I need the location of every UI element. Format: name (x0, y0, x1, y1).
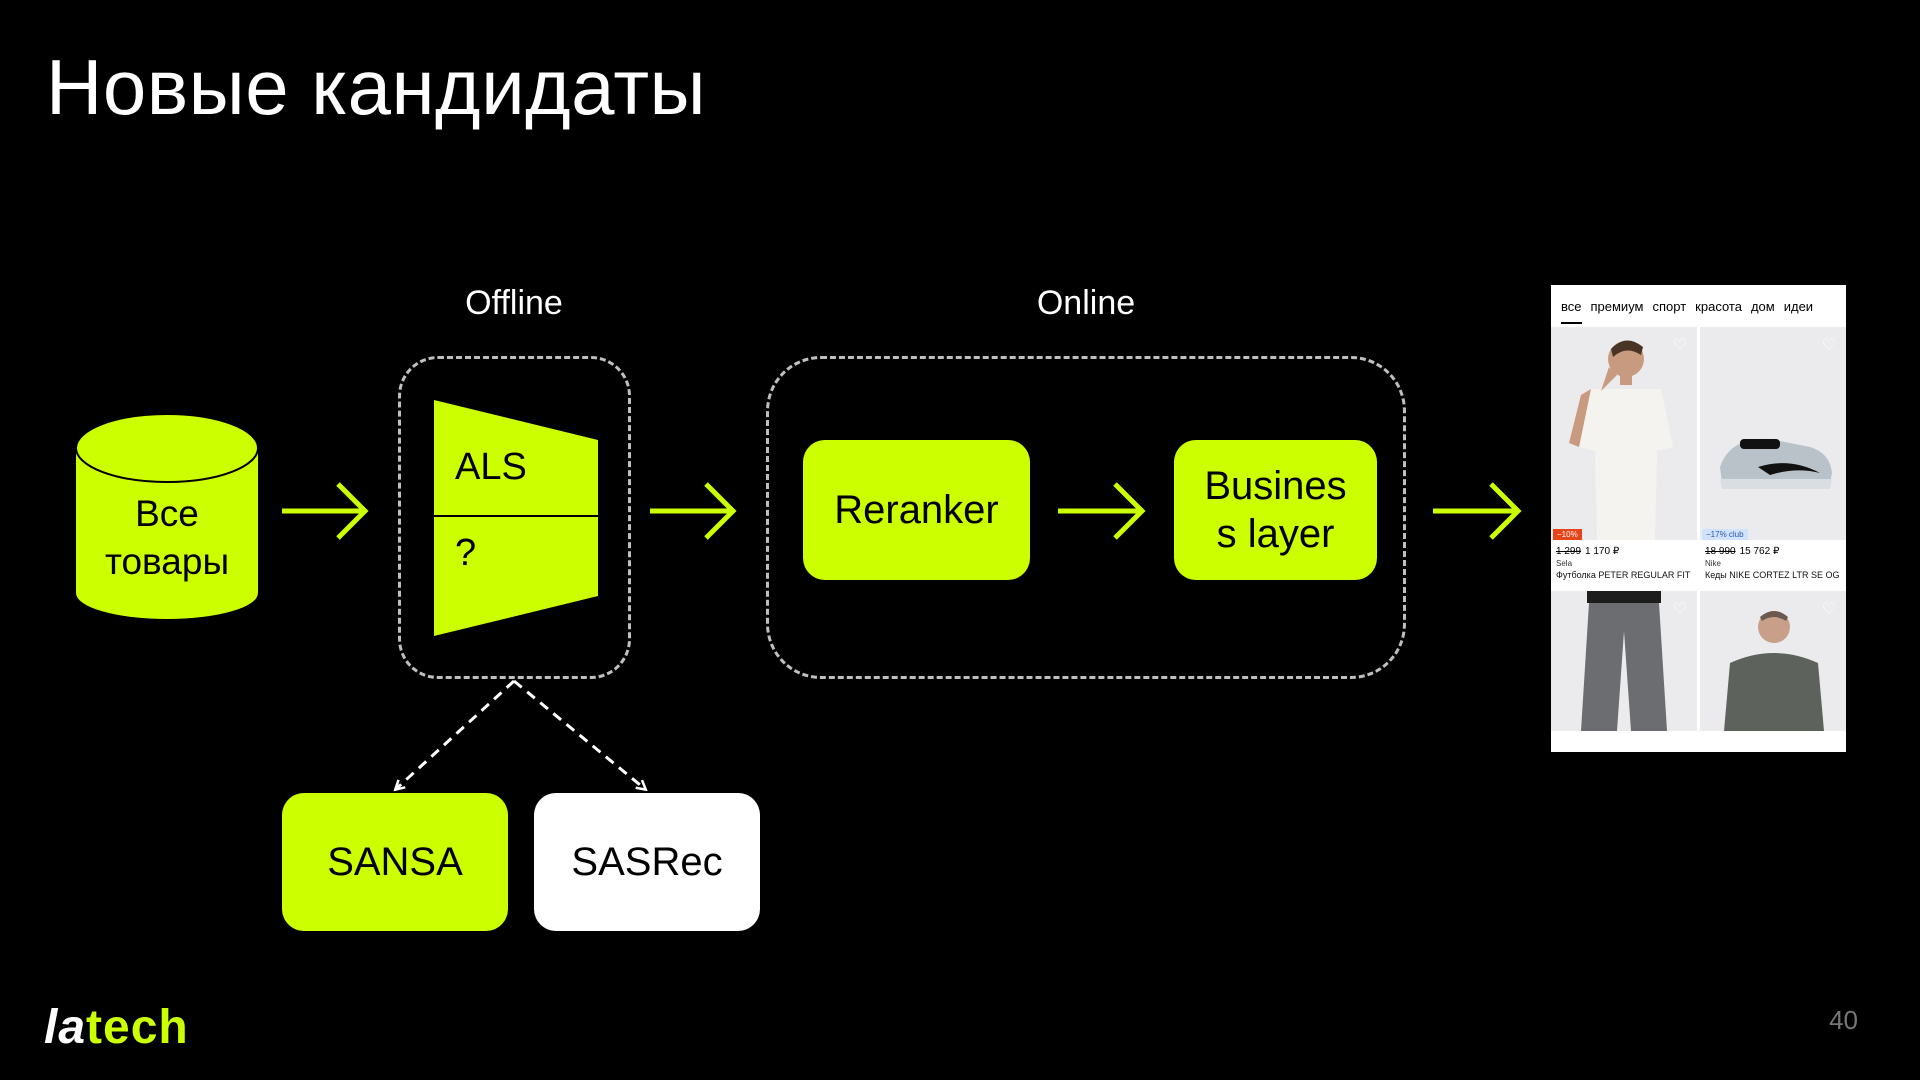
sasrec-node: SASRec (534, 793, 760, 931)
favorite-heart-icon[interactable]: ♡ (1672, 337, 1687, 354)
product-card[interactable]: ♡ (1700, 591, 1846, 732)
discount-badge: −10% (1553, 529, 1582, 540)
jeans-model-illustration (1551, 591, 1697, 732)
product-feed-screenshot: все премиум спорт красота дом идеи (1551, 285, 1846, 752)
arrow-reranker-to-business (1058, 482, 1146, 540)
tshirt-model-illustration (1551, 327, 1697, 540)
product-name: Кеды NIKE CORTEZ LTR SE OG (1705, 570, 1840, 581)
tab-premium[interactable]: премиум (1590, 298, 1644, 314)
tab-sport[interactable]: спорт (1652, 298, 1687, 314)
product-image: ♡ (1551, 591, 1697, 732)
arrow-db-to-offline (282, 482, 369, 540)
tab-beauty[interactable]: красота (1695, 298, 1742, 314)
sweater-model-illustration (1700, 591, 1846, 732)
business-layer-label-line2: s layer (1216, 512, 1335, 556)
sneaker-illustration (1700, 327, 1846, 540)
favorite-heart-icon[interactable]: ♡ (1821, 337, 1836, 354)
reranker-label: Reranker (834, 488, 999, 532)
brand: Nike (1705, 558, 1722, 568)
logo-part-la: la (44, 1001, 87, 1054)
old-price: 1 299 (1556, 546, 1582, 557)
discount-badge: −17% club (1702, 529, 1748, 540)
product-name: Футболка PETER REGULAR FIT (1556, 570, 1691, 581)
dashed-arrow-to-sansa (396, 679, 516, 789)
sansa-node: SANSA (282, 793, 508, 931)
als-question-label: ? (455, 532, 477, 574)
product-image: ♡ −17% club (1700, 327, 1846, 540)
offline-container (398, 356, 631, 679)
latech-logo: latech (44, 1000, 189, 1055)
arrow-offline-to-online (650, 482, 737, 540)
offline-label: Offline (465, 284, 563, 322)
als-label: ALS (455, 446, 527, 488)
old-price: 18 990 (1705, 546, 1736, 557)
dashed-arrow-to-sasrec (513, 679, 645, 789)
product-image: ♡ (1700, 591, 1846, 732)
slide-title: Новые кандидаты (46, 43, 707, 131)
business-layer-node: Busines s layer (1174, 440, 1377, 580)
category-tabs: все премиум спорт красота дом идеи (1551, 285, 1846, 327)
logo-part-tech: tech (86, 1001, 189, 1054)
arrow-online-to-output (1433, 482, 1522, 540)
all-products-label: Все товары (104, 493, 230, 583)
product-card[interactable]: ♡ (1551, 591, 1697, 732)
brand: Sela (1556, 558, 1573, 568)
product-image: ♡ −10% (1551, 327, 1697, 540)
online-label: Online (1036, 284, 1136, 322)
favorite-heart-icon[interactable]: ♡ (1821, 601, 1836, 619)
page-number: 40 (1829, 1005, 1858, 1035)
price: 15 762 ₽ (1739, 546, 1780, 557)
price: 1 170 ₽ (1585, 546, 1620, 557)
tab-home[interactable]: дом (1750, 298, 1775, 314)
tab-all[interactable]: все (1561, 298, 1582, 324)
favorite-heart-icon[interactable]: ♡ (1672, 601, 1687, 619)
reranker-node: Reranker (803, 440, 1030, 580)
als-trapezoid (434, 400, 598, 636)
tab-ideas[interactable]: идеи (1783, 298, 1814, 314)
online-container (766, 356, 1406, 679)
sansa-label: SANSA (327, 840, 463, 884)
business-layer-label-line1: Busines (1204, 464, 1347, 508)
sasrec-label: SASRec (571, 840, 723, 884)
database-cylinder (75, 413, 259, 619)
